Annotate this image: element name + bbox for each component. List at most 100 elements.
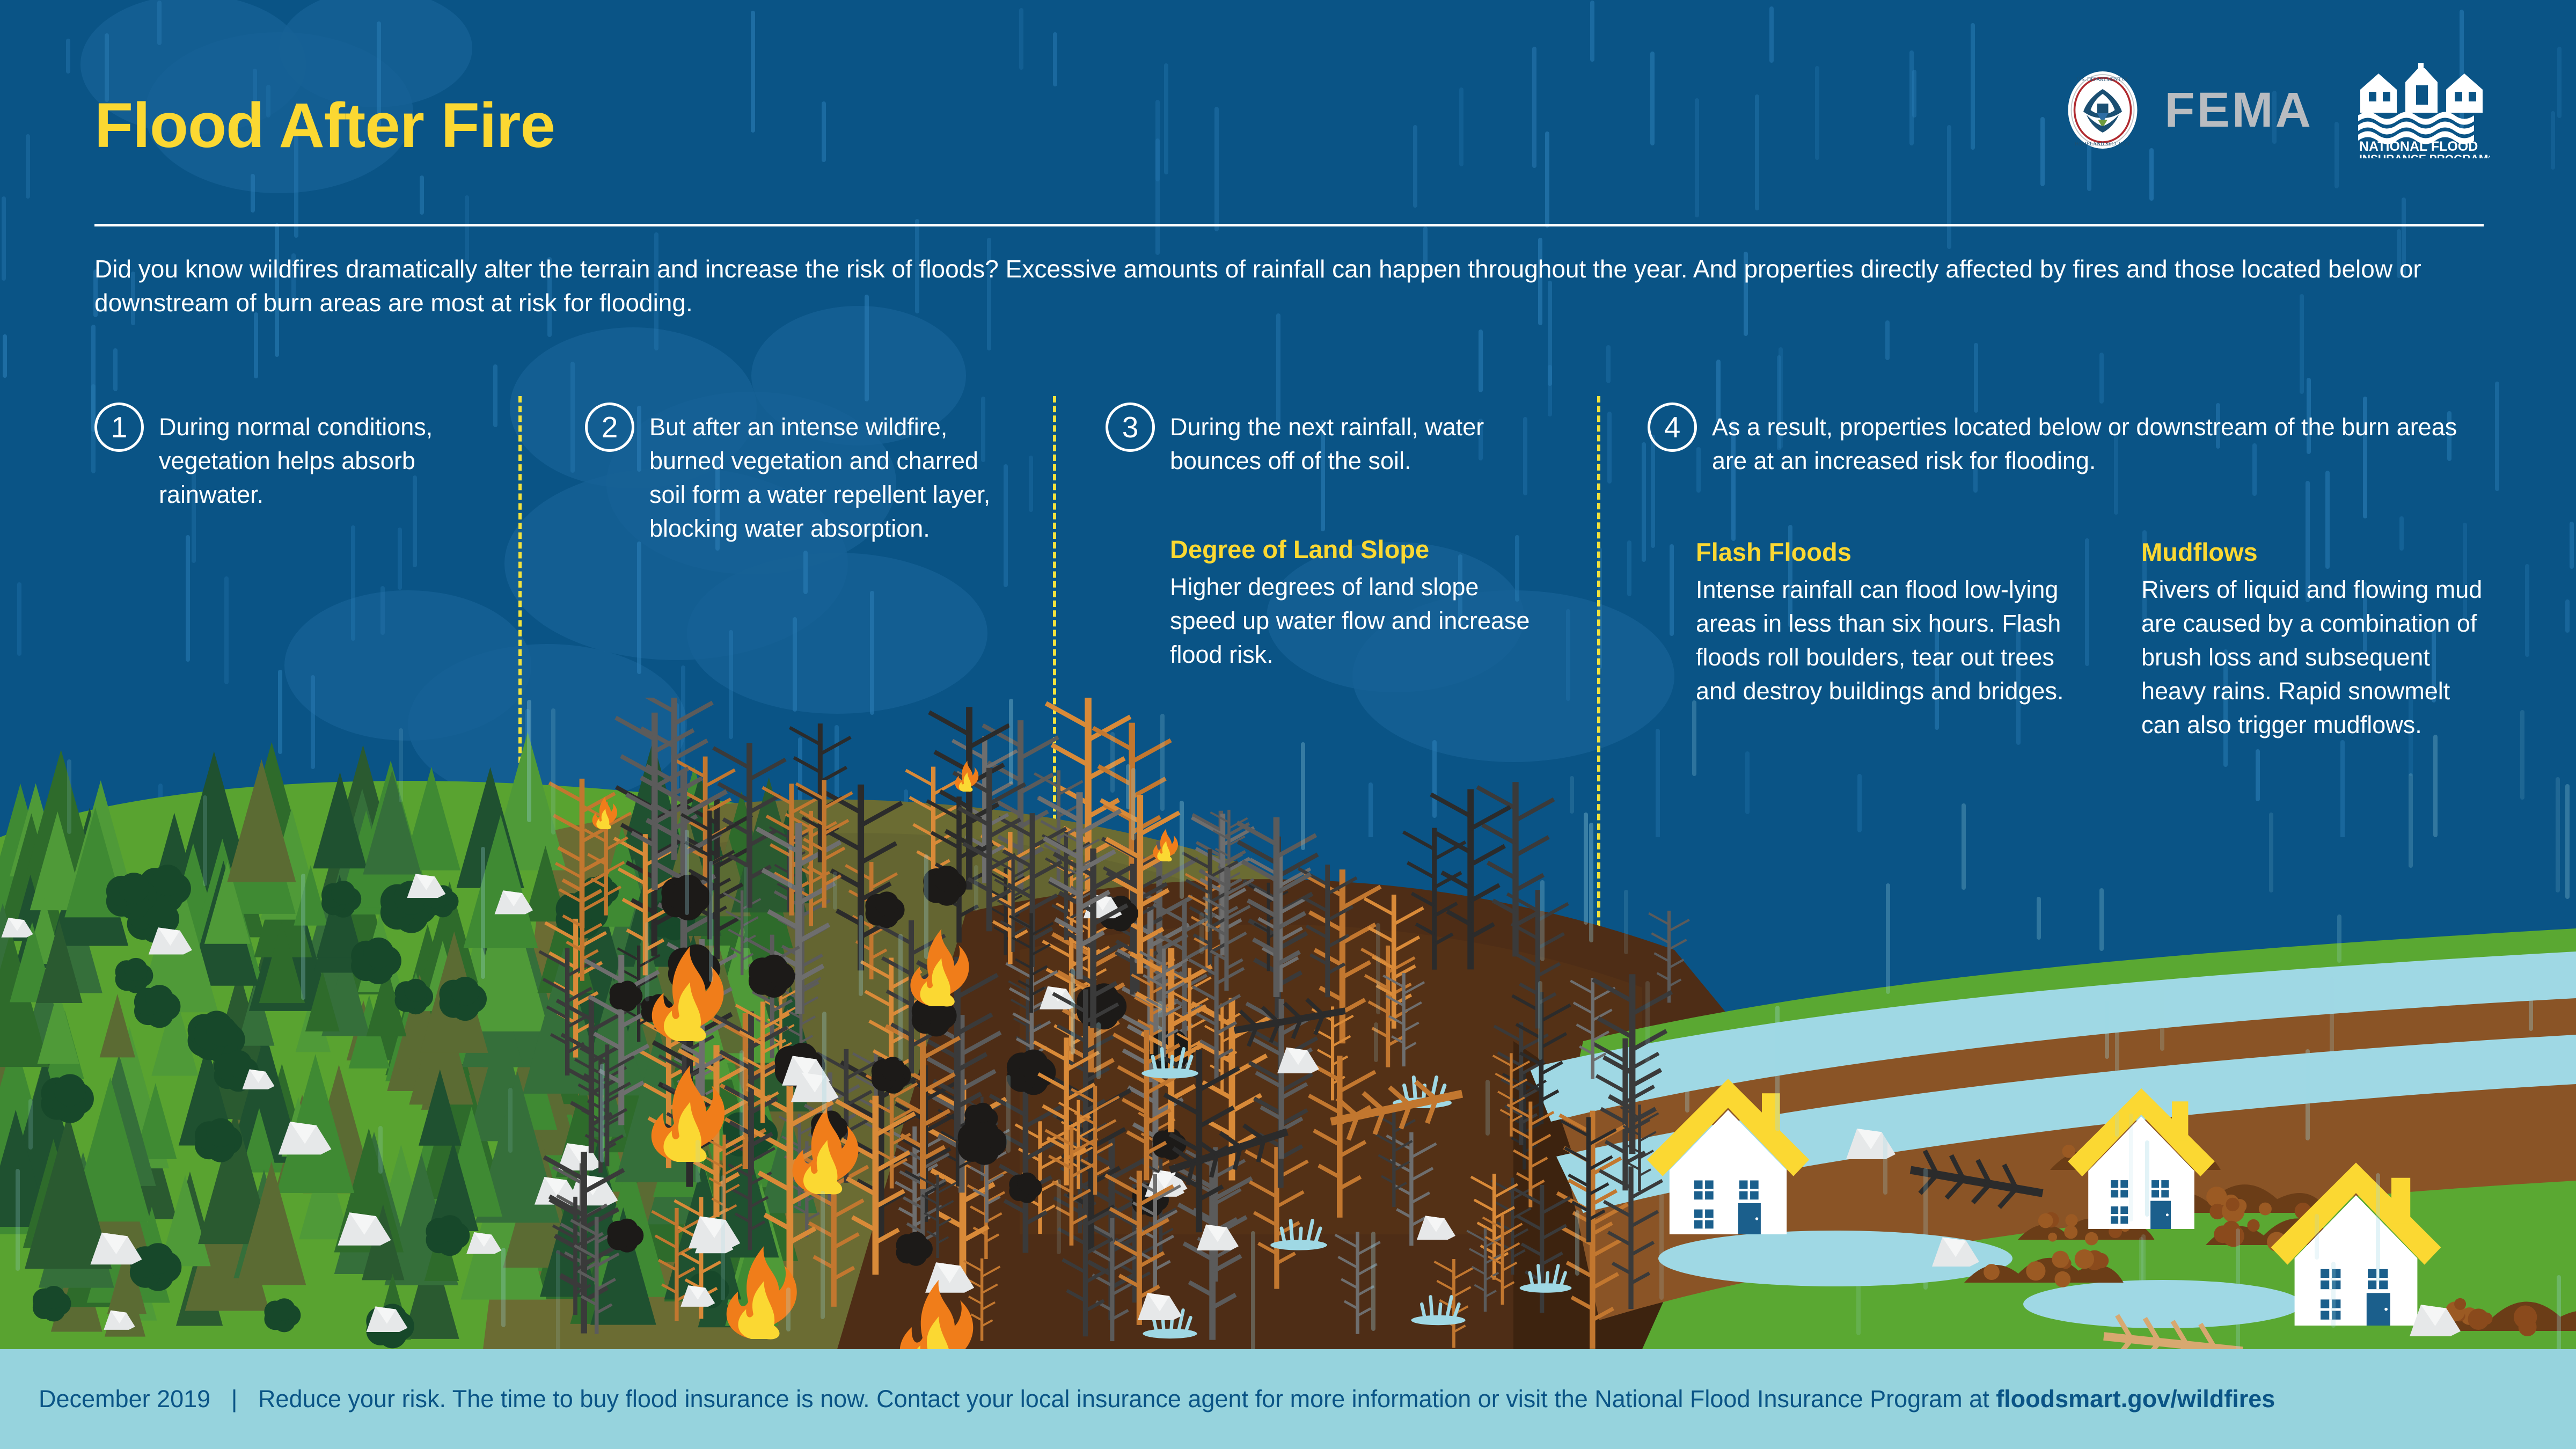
rain-streak — [924, 854, 928, 959]
rain-streak — [1584, 813, 1588, 925]
subsection-title: Degree of Land Slope — [1170, 535, 1430, 564]
rain-streak — [870, 591, 874, 715]
page-title: Flood After Fire — [94, 90, 555, 161]
step-4-number: 4 — [1648, 402, 1697, 452]
rock — [366, 1306, 408, 1333]
pine-tree — [237, 979, 275, 1046]
rain-streak — [1029, 456, 1033, 512]
rain-streak — [1009, 699, 1013, 784]
burnt-bush — [923, 866, 967, 906]
cloud-blob — [279, 0, 472, 107]
rain-streak — [729, 630, 733, 739]
rain-streak — [1685, 1073, 1689, 1113]
rain-streak — [2409, 688, 2413, 776]
rain-streak — [1670, 544, 1674, 636]
rain-streak — [1214, 107, 1219, 231]
rock — [1417, 1216, 1455, 1240]
rain-streak — [2331, 1262, 2336, 1328]
rain-streak — [2529, 988, 2533, 1031]
rain-streak — [2129, 1114, 2133, 1221]
rain-streak — [2495, 382, 2499, 491]
rain-streak — [2139, 1237, 2143, 1283]
rain-streak — [2409, 773, 2413, 868]
rain-streak — [681, 665, 685, 792]
rain-streak — [1744, 252, 1748, 336]
fema-wordmark: FEMA — [2164, 83, 2313, 137]
rain-streak — [2099, 353, 2104, 404]
rock — [104, 1310, 135, 1330]
pine-tree — [25, 1113, 112, 1269]
rain-streak — [2256, 749, 2260, 801]
rain-streak — [2037, 897, 2041, 940]
rain-streak — [1485, 1080, 1490, 1136]
rain-streak — [1155, 100, 1160, 181]
burnt-tree — [1620, 1104, 1659, 1191]
rock — [1932, 1237, 1979, 1267]
cloud-blob — [751, 306, 966, 445]
header-divider — [94, 224, 2484, 226]
burnt-tree — [1560, 1117, 1617, 1242]
rain-streak — [2223, 649, 2228, 767]
step-3-text: During the next rainfall, water bounces … — [1170, 413, 1484, 474]
fallen-tree — [2103, 1314, 2243, 1349]
step-1-text: During normal conditions, vegetation hel… — [159, 413, 433, 508]
rain-streak — [2307, 378, 2311, 454]
pine-tree — [99, 994, 135, 1058]
fallen-tree — [1168, 1123, 1289, 1185]
rain-streak — [3, 334, 7, 378]
step-4-head: 4 As a result, properties located below … — [1648, 402, 2506, 478]
rain-streak — [2252, 443, 2257, 496]
burnt-tree — [680, 810, 739, 940]
rain-streak — [2099, 888, 2104, 951]
burnt-tree — [795, 780, 853, 908]
burnt-tree — [1430, 789, 1511, 970]
rock — [1846, 1128, 1896, 1159]
rain-streak — [2016, 618, 2021, 745]
rock — [1, 918, 33, 938]
bush — [264, 1298, 301, 1333]
rain-streak — [192, 464, 196, 563]
rain-streak — [2340, 740, 2345, 837]
bush — [394, 978, 434, 1015]
rain-streak — [803, 551, 808, 594]
pine-tree — [463, 815, 538, 948]
rain-streak — [278, 670, 282, 754]
rain-streak — [2085, 538, 2089, 666]
footer-link[interactable]: floodsmart.gov/wildfires — [1996, 1385, 2275, 1413]
intro-paragraph: Did you know wildfires dramatically alte… — [94, 255, 2421, 317]
rain-streak — [2040, 117, 2045, 186]
burnt-tree — [1482, 1214, 1523, 1305]
pine-tree — [299, 1148, 350, 1240]
landscape-svg — [0, 698, 2576, 1349]
rain-streak — [420, 175, 424, 215]
rain-streak — [1651, 435, 1655, 548]
river-upper — [1529, 952, 2576, 1122]
rain-streak — [833, 872, 837, 910]
rain-streak — [1923, 1168, 1928, 1290]
pine-tree — [151, 992, 199, 1076]
rain-streak — [645, 922, 649, 1001]
column-divider-3 — [1597, 396, 1600, 976]
fallen-tree — [1330, 1080, 1463, 1141]
rain-streak — [399, 728, 403, 802]
rain-streak — [16, 1169, 20, 1271]
rain-streak — [2447, 411, 2451, 461]
rain-streak — [1413, 125, 1417, 208]
rain-streak — [2236, 1228, 2240, 1349]
rain-streak — [1642, 442, 1646, 562]
rain-streak — [1815, 66, 1819, 160]
step-3: 3 During the next rainfall, water bounce… — [1106, 402, 1556, 671]
rain-streak — [2557, 1275, 2561, 1349]
rain-streak — [224, 576, 229, 684]
rain-streak — [1589, 823, 1593, 942]
rain-streak — [2306, 1049, 2310, 1140]
rain-streak — [380, 586, 385, 635]
footer-text: December 2019 | Reduce your risk. The ti… — [39, 1385, 2275, 1413]
footer-message: Reduce your risk. The time to buy flood … — [258, 1385, 1996, 1413]
rock — [407, 874, 446, 898]
pine-tree — [590, 1207, 656, 1325]
fire-icon — [592, 796, 618, 830]
rain-streak — [1650, 52, 1655, 145]
rain-streak — [1912, 70, 1916, 118]
rain-streak — [1692, 700, 1696, 776]
